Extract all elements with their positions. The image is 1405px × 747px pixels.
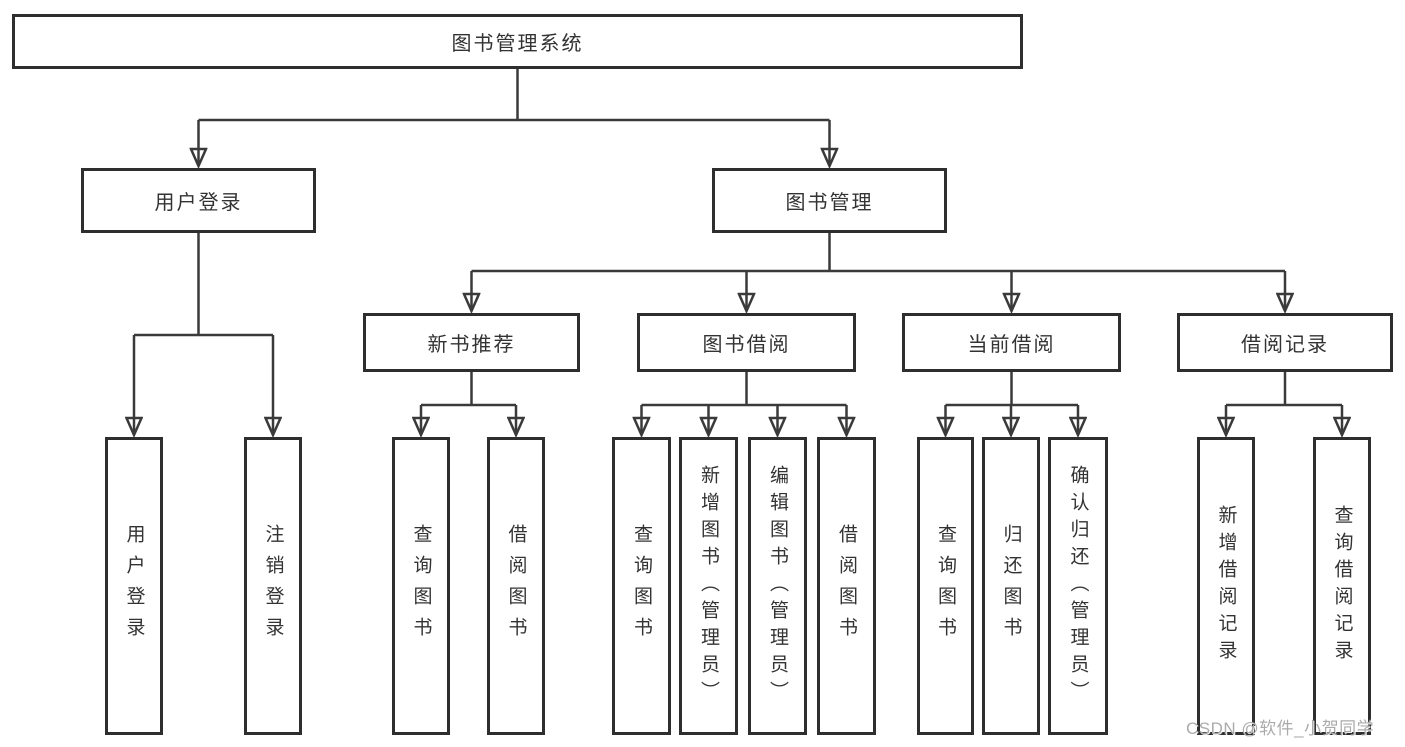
node-user-login: 用户登录 xyxy=(81,168,316,233)
leaf-edit-books-admin: 编辑图书（管理员） xyxy=(748,437,807,735)
leaf-query-books-2: 查询图书 xyxy=(612,437,671,735)
watermark: CSDN @软件_小贺同学 xyxy=(1186,719,1375,738)
connector-borrow-records-bracket xyxy=(1226,372,1342,407)
leaf-borrow-books-1: 借阅图书 xyxy=(487,437,545,735)
leaf-logout-login: 注销登录 xyxy=(244,437,302,735)
leaf-user-login: 用户登录 xyxy=(105,437,163,735)
leaf-query-books-1: 查询图书 xyxy=(392,437,450,735)
connector-user-login-bracket xyxy=(134,233,273,337)
node-new-book-recommend: 新书推荐 xyxy=(363,313,580,372)
leaf-borrow-books-2: 借阅图书 xyxy=(817,437,876,735)
leaf-add-books-admin: 新增图书（管理员） xyxy=(679,437,738,735)
connector-book-borrow-bracket xyxy=(641,372,847,407)
node-book-borrow: 图书借阅 xyxy=(637,313,856,372)
leaf-confirm-return-admin: 确认归还（管理员） xyxy=(1048,437,1108,735)
leaf-add-borrow-record: 新增借阅记录 xyxy=(1197,437,1255,735)
connector-current-borrow-bracket xyxy=(945,372,1078,407)
connector-book-management-bracket xyxy=(471,233,1285,273)
connector-root-bracket xyxy=(198,69,830,122)
node-root: 图书管理系统 xyxy=(12,14,1023,69)
leaf-query-borrow-record: 查询借阅记录 xyxy=(1313,437,1371,735)
node-current-borrow: 当前借阅 xyxy=(902,313,1121,372)
node-book-management: 图书管理 xyxy=(712,168,947,233)
node-borrow-records: 借阅记录 xyxy=(1177,313,1393,372)
leaf-query-books-3: 查询图书 xyxy=(917,437,974,735)
leaf-return-books: 归还图书 xyxy=(982,437,1040,735)
connector-new-book-bracket xyxy=(421,372,516,407)
